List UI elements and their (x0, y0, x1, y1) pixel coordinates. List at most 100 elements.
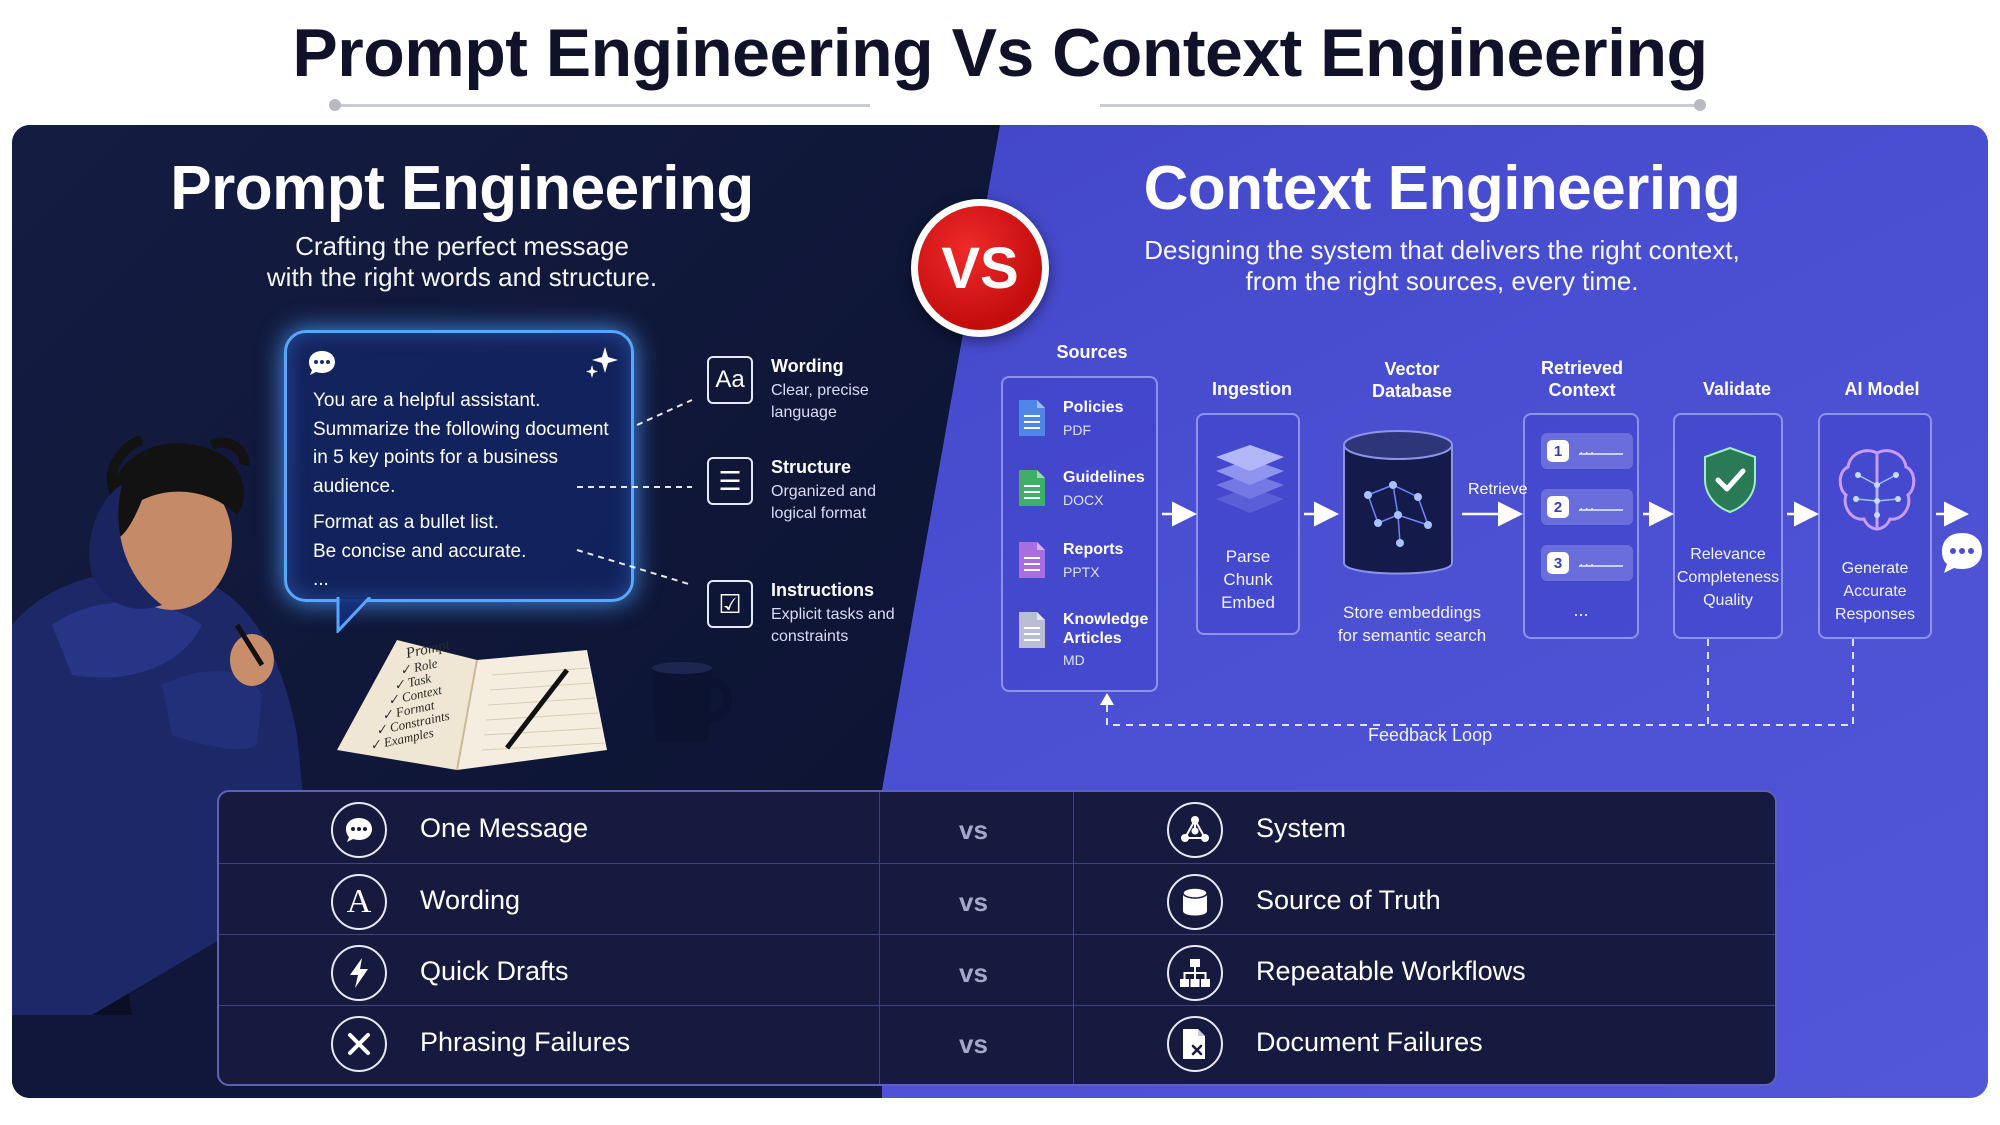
docx-document-icon (1019, 470, 1045, 506)
ai-output-line: Accurate (1843, 583, 1907, 600)
validate-card: Relevance Completeness Quality (1673, 413, 1783, 639)
response-chat-icon (1942, 533, 1982, 573)
source-item-guidelines: Guidelines DOCX (1017, 468, 1157, 528)
table-row: Quick Drafts vs Repeatable Workflows (219, 934, 1775, 1005)
feature-connectors (576, 399, 693, 586)
retrieved-item-line (1579, 565, 1623, 567)
retrieved-item-number: 3 (1547, 552, 1569, 574)
retrieved-context-card: 1 ... 2 ... 3 ... ... (1523, 413, 1639, 639)
row-vs-label: vs (959, 887, 988, 917)
source-name: Reports (1063, 541, 1124, 558)
feature-name: Structure (771, 457, 852, 477)
retrieved-item: 3 ... (1541, 545, 1633, 581)
row-left-label: Wording (420, 885, 521, 915)
prompt-subtitle-line-1: Crafting the perfect message (295, 231, 629, 261)
validate-check: Relevance (1690, 546, 1766, 563)
chat-line: Format as a bullet list. (313, 512, 499, 533)
stage-label-retrieved-context: Retrieved Context (1512, 357, 1652, 401)
table-row: Phrasing Failures vs Document Failures (219, 1005, 1775, 1076)
validate-check: Quality (1703, 592, 1753, 609)
retrieved-line-2: Context (1548, 380, 1616, 400)
prompt-subtitle-line-2: with the right words and structure. (266, 262, 658, 292)
chat-line: You are a helpful assistant. (313, 390, 541, 411)
feature-name: Wording (771, 356, 844, 376)
retrieved-item-dots: ... (1579, 553, 1596, 570)
row-left-label: One Message (420, 813, 589, 843)
validate-checks: Relevance Completeness Quality (1675, 543, 1781, 612)
title-rule-left (335, 104, 870, 107)
source-item-knowledge-articles: Knowledge Articles MD (1017, 610, 1157, 682)
retrieved-item: 1 ... (1541, 433, 1633, 469)
source-item-reports: Reports PPTX (1017, 540, 1157, 600)
list-icon: ☰ (707, 457, 753, 505)
ai-model-card: Generate Accurate Responses (1818, 413, 1932, 639)
prompt-notebook: Prompt ✓ Role ✓ Task ✓ Context ✓ Format … (337, 637, 607, 771)
feature-desc: Organized and logical format (771, 483, 876, 522)
stage-label-validate: Validate (1702, 379, 1772, 399)
pptx-document-icon (1019, 542, 1045, 578)
font-icon: Aa (707, 356, 753, 404)
chat-line: ... (313, 569, 329, 590)
sources-card: Policies PDF Guidelines DOCX Reports PPT… (1001, 376, 1158, 692)
feature-desc: Clear, precise language (771, 382, 869, 421)
row-vs-label: vs (959, 1029, 988, 1059)
prompt-engineering-title: Prompt Engineering (170, 154, 754, 223)
row-left-label: Quick Drafts (420, 956, 569, 986)
retrieved-item-number: 2 (1547, 496, 1569, 518)
md-document-icon (1019, 612, 1045, 648)
rule-dot-right (1694, 99, 1706, 111)
stage-label-sources: Sources (1056, 342, 1128, 362)
ingestion-step: Embed (1221, 593, 1275, 612)
table-row: A Wording vs Source of Truth (219, 863, 1775, 934)
retrieved-item-number: 1 (1547, 440, 1569, 462)
context-subtitle-line-1: Designing the system that delivers the r… (1144, 235, 1740, 265)
ingestion-steps: Parse Chunk Embed (1198, 545, 1298, 614)
comparison-panel: Prompt Engineering Crafting the perfect … (12, 125, 1988, 1098)
table-divider (879, 792, 880, 1084)
brain-icon (1838, 449, 1916, 531)
retrieve-label: Retrieve (1468, 481, 1528, 498)
row-right-label: Source of Truth (1256, 885, 1441, 915)
stage-label-vector-database: Vector Database (1332, 358, 1492, 402)
vector-database-icon (1343, 430, 1453, 575)
retrieved-item-dots: ... (1579, 497, 1596, 514)
sparkle-icon (586, 347, 618, 378)
chat-bubble-tail (336, 597, 372, 633)
chat-bubble-icon (331, 802, 387, 858)
mug-icon (652, 662, 733, 742)
row-left-label: Phrasing Failures (420, 1027, 631, 1057)
ai-output-line: Responses (1834, 606, 1916, 623)
prompt-engineering-subtitle: Crafting the perfect message with the ri… (152, 231, 772, 293)
rule-dot-left (329, 99, 341, 111)
context-engineering-subtitle: Designing the system that delivers the r… (1092, 235, 1792, 297)
chat-line: audience. (313, 475, 396, 497)
workflow-icon (1167, 945, 1223, 1001)
feature-desc: Explicit tasks and constraints (771, 606, 895, 645)
retrieved-item-line (1579, 509, 1623, 511)
pdf-document-icon (1019, 400, 1045, 436)
retrieved-item-dots: ... (1579, 441, 1596, 458)
stage-label-ai-model: AI Model (1844, 379, 1920, 399)
source-type: PDF (1063, 422, 1091, 438)
ingestion-card: Parse Chunk Embed (1196, 413, 1300, 635)
retrieved-item-line (1579, 453, 1623, 455)
main-title: Prompt Engineering Vs Context Engineerin… (292, 15, 1708, 91)
vector-caption-line-1: Store embeddings (1343, 603, 1481, 622)
validate-check: Completeness (1676, 569, 1780, 586)
ingestion-step: Parse (1225, 547, 1271, 566)
database-icon (1167, 874, 1223, 930)
source-item-policies: Policies PDF (1017, 398, 1157, 458)
vs-badge: VS (911, 199, 1049, 337)
network-icon (1167, 802, 1223, 858)
feedback-loop-label: Feedback Loop (1368, 725, 1493, 745)
context-engineering-title: Context Engineering (1143, 154, 1741, 223)
shield-check-icon (1704, 446, 1756, 514)
ai-output-line: Generate (1841, 560, 1909, 577)
row-right-label: Repeatable Workflows (1256, 956, 1526, 986)
document-error-icon (1167, 1016, 1223, 1072)
source-name: Guidelines (1063, 469, 1145, 486)
source-name: Policies (1063, 399, 1124, 416)
vector-db-line-1: Vector (1384, 359, 1440, 379)
vector-db-caption: Store embeddings for semantic search (1312, 601, 1512, 647)
comparison-table: One Message vs System A Wording vs Sourc… (217, 790, 1777, 1086)
